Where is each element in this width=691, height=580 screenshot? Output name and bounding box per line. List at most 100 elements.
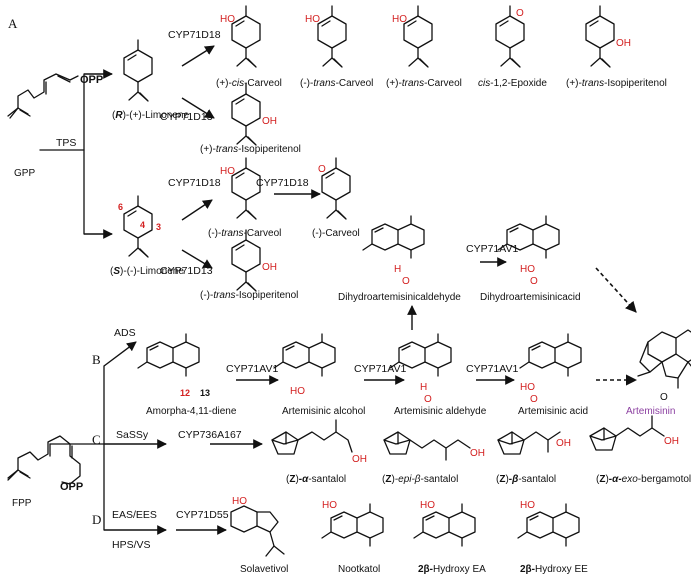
hps-vs-label: HPS/VS — [112, 539, 151, 551]
artemisinic-acid-structure — [519, 333, 582, 377]
section-label-a: A — [8, 16, 18, 31]
tps-label: TPS — [56, 137, 76, 149]
s-cyp71d13-label: CYP71D13 — [160, 265, 213, 277]
hydroxy-ea-label: 2β-Hydroxy EA — [418, 564, 486, 575]
amorphadiene-label: Amorpha-4,11-diene — [146, 406, 237, 417]
r-cyp71d18-label: CYP71D18 — [168, 29, 221, 41]
r-limonene-structure — [123, 39, 153, 102]
epoxide-o: O — [516, 8, 524, 19]
dh-aldehyde-h: H — [394, 264, 401, 275]
nootkatol-ho: HO — [322, 500, 337, 511]
alcohol-ho: HO — [290, 386, 305, 397]
solavetivol-label: Solavetivol — [240, 564, 288, 575]
section-label-c: C — [92, 432, 101, 447]
z-epi-beta-santalol-structure — [383, 431, 471, 461]
s-isopiperitenol-oh: OH — [262, 262, 277, 273]
fpp-opp-label: OPP — [60, 481, 83, 493]
aldehyde-o: O — [424, 394, 432, 405]
s-carveol-ketone-label: (-)-Carveol — [312, 228, 360, 239]
dashed-arrow-dh-acid-to-artemisinin — [595, 267, 637, 313]
hydroxy-ee-label: 2β-Hydroxy EE — [520, 564, 588, 575]
aldehyde-h: H — [420, 382, 427, 393]
s-trans-carveol-label: (-)-trans-Carveol — [208, 228, 281, 239]
atom-13-label: 13 — [200, 388, 210, 398]
artemisinic-alcohol-structure — [273, 333, 336, 377]
z-epi-beta-santalol-label: (Z)-epi-β-santalol — [382, 474, 458, 485]
fpp-structure — [7, 435, 81, 485]
cis-carveol-ho: HO — [220, 14, 235, 25]
artemisinic-acid-label: Artemisinic acid — [518, 406, 588, 417]
epoxide-label: cis-1,2-Epoxide — [478, 78, 547, 89]
trans-carveol-minus-ho: HO — [305, 14, 320, 25]
r-cyp71d13-label: CYP71D13 — [160, 111, 213, 123]
hydroxy-ea-ho: HO — [420, 500, 435, 511]
s-limonene-structure — [123, 195, 153, 258]
z-alpha-santalol-structure — [271, 419, 353, 455]
s-trans-carveol-ho: HO — [220, 166, 235, 177]
cyp71d55-label: CYP71D55 — [176, 509, 229, 521]
cyp736a167-label: CYP736A167 — [178, 429, 242, 441]
cyp71av1-3-label: CYP71AV1 — [466, 363, 518, 375]
z-alpha-exo-bergamotol-label: (Z)-α-exo-bergamotol — [596, 474, 691, 485]
section-label-d: D — [92, 512, 101, 527]
cyp71av1-1-label: CYP71AV1 — [226, 363, 278, 375]
artemisinin-structure — [637, 329, 691, 389]
trans-carveol-minus-structure — [317, 5, 347, 68]
dh-aldehyde-o: O — [402, 276, 410, 287]
trans-carveol-plus-structure — [403, 5, 433, 68]
cis-carveol-label: (+)-cis-Carveol — [216, 78, 282, 89]
gpp-structure — [7, 73, 79, 119]
z-alpha-santalol-oh: OH — [352, 454, 367, 465]
s-limonene-atom-3: 3 — [156, 222, 161, 232]
amorphadiene-structure — [137, 333, 200, 377]
artemisinin-o-label: O — [660, 392, 668, 403]
sassy-label: SaSSy — [116, 429, 149, 441]
gpp-opp-label: OPP — [80, 74, 103, 86]
dihydroartemisinicaldehyde-structure — [362, 215, 425, 259]
artemisinin-label: Artemisinin — [626, 406, 675, 417]
trans-isopiperitenol-top-oh: OH — [616, 38, 631, 49]
dihydroartemisinicaldehyde-label: Dihydroartemisinicaldehyde — [338, 292, 461, 303]
hydroxy-ee-ho: HO — [520, 500, 535, 511]
s-limonene-label: (S)-(-)-Limonene — [110, 266, 184, 277]
arrow-r-cyp71d18 — [181, 45, 215, 67]
r-isopiperitenol-structure — [231, 83, 261, 146]
dihydroartemisinicacid-label: Dihydroartemisinicacid — [480, 292, 581, 303]
gpp-label: GPP — [14, 168, 35, 179]
trans-carveol-minus-label: (-)-trans-Carveol — [300, 78, 373, 89]
acid-ho: HO — [520, 382, 535, 393]
z-epi-beta-santalol-oh: OH — [470, 448, 485, 459]
s-cyp71d18-second-label: CYP71D18 — [256, 177, 309, 189]
s-limonene-atom-6: 6 — [118, 202, 123, 212]
fpp-label: FPP — [12, 498, 32, 509]
trans-isopiperitenol-top-label: (+)-trans-Isopiperitenol — [566, 78, 667, 89]
arrow-ads — [103, 341, 137, 367]
trans-carveol-plus-ho: HO — [392, 14, 407, 25]
acid-o: O — [530, 394, 538, 405]
s-carveol-ketone-structure — [321, 157, 351, 220]
dh-acid-ho: HO — [520, 264, 535, 275]
trans-carveol-plus-label: (+)-trans-Carveol — [386, 78, 462, 89]
s-cyp71d18-label: CYP71D18 — [168, 177, 221, 189]
atom-12-label: 12 — [180, 388, 190, 398]
z-alpha-exo-bergamotol-structure — [589, 415, 665, 451]
arrow-r-cyp71d13 — [181, 97, 215, 119]
nootkatol-label: Nootkatol — [338, 564, 380, 575]
solavetivol-ho: HO — [232, 496, 247, 507]
arrow-s-cyp71d13 — [181, 249, 213, 269]
cyp71av1-dh-label: CYP71AV1 — [466, 243, 518, 255]
r-limonene-label: (R)-(+)-Limonene — [112, 110, 189, 121]
z-alpha-santalol-label: (Z)-α-santalol — [286, 474, 346, 485]
r-isopiperitenol-oh: OH — [262, 116, 277, 127]
r-isopiperitenol-label: (+)-trans-Isopiperitenol — [200, 144, 301, 155]
z-alpha-exo-bergamotol-oh: OH — [664, 436, 679, 447]
s-limonene-atom-4: 4 — [140, 220, 145, 230]
cis-carveol-structure — [231, 5, 261, 68]
s-carveol-ketone-o: O — [318, 164, 326, 175]
z-beta-santalol-label: (Z)-β-santalol — [496, 474, 556, 485]
cyp71av1-2-label: CYP71AV1 — [354, 363, 406, 375]
solavetivol-structure — [230, 505, 285, 557]
s-isopiperitenol-structure — [231, 229, 261, 292]
z-beta-santalol-oh: OH — [556, 438, 571, 449]
